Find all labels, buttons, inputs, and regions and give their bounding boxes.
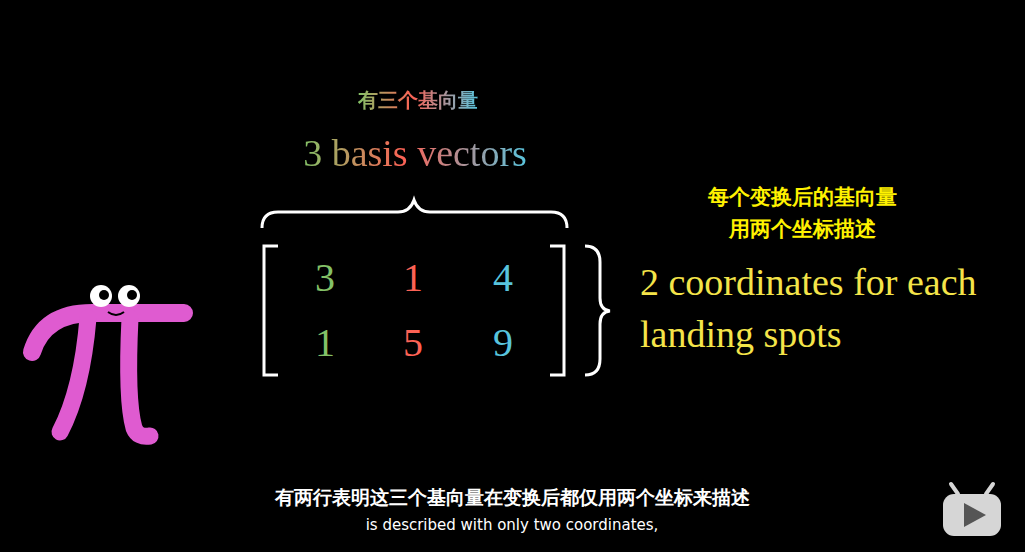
matrix-entry: 5 (403, 319, 423, 367)
top-brace (262, 200, 567, 228)
matrix-entry: 4 (493, 254, 513, 302)
logo-tv (943, 494, 1001, 536)
matrix-bracket (264, 246, 278, 375)
bilibili-logo (943, 484, 1001, 536)
logo-antenna (951, 484, 993, 494)
right-brace (585, 246, 610, 375)
pi-leg (129, 318, 150, 436)
pi-eye (90, 285, 112, 307)
pi-bar (32, 313, 184, 352)
matrix-entry: 3 (315, 254, 335, 302)
pi-pupil (127, 290, 137, 300)
logo-play (964, 503, 986, 527)
note-en: 2 coordinates for each landing spots (640, 256, 995, 360)
pi-eye (118, 285, 140, 307)
pi-pupil (99, 290, 109, 300)
heading-en: 3 basis vectors (303, 130, 527, 176)
matrix-entry: 1 (315, 319, 335, 367)
heading-cn: 有三个基向量 (358, 88, 478, 112)
subtitle-cn: 有两行表明这三个基向量在变换后都仅用两个坐标来描述 (275, 486, 750, 509)
pi-leg (60, 318, 88, 432)
pi-mouth (108, 312, 124, 315)
note-cn: 每个变换后的基向量 用两个坐标描述 (702, 181, 902, 245)
matrix-entry: 9 (493, 319, 513, 367)
pi-creature (32, 285, 184, 436)
matrix-entry: 1 (403, 254, 423, 302)
subtitle-en: is described with only two coordinates, (366, 516, 659, 534)
matrix-bracket (550, 246, 564, 375)
